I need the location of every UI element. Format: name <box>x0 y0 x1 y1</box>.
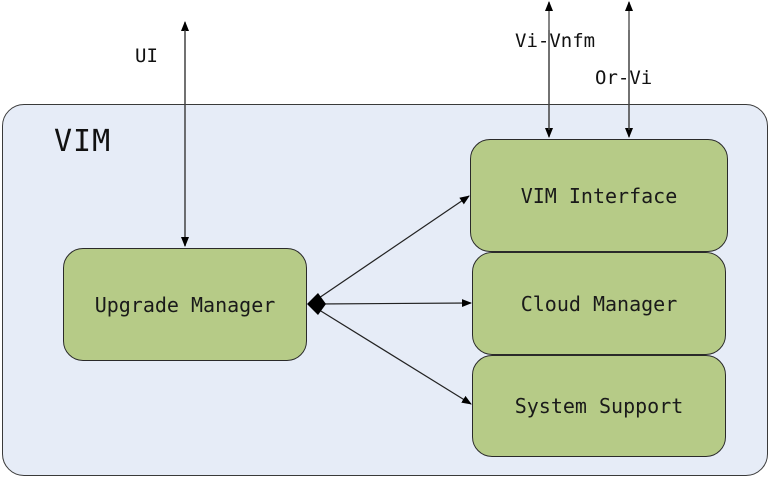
vim-interface-label: VIM Interface <box>520 183 678 208</box>
vim-interface-box[interactable]: VIM Interface <box>470 139 728 252</box>
upgrade-manager-box[interactable]: Upgrade Manager <box>63 248 307 361</box>
um-to-cloud-manager-arrow <box>315 299 472 308</box>
cloud-manager-label: Cloud Manager <box>520 291 678 316</box>
system-support-label: System Support <box>514 394 684 418</box>
vim-container-label: VIM <box>54 124 112 159</box>
aggregation-diamond-icon <box>307 293 326 315</box>
ui-interface-label: UI <box>135 45 158 67</box>
vi-vnfm-interface-label: Vi-Vnfm <box>515 30 596 52</box>
um-to-vim-interface-arrow <box>315 195 470 301</box>
cloud-manager-box[interactable]: Cloud Manager <box>472 252 726 355</box>
or-vi-interface-label: Or-Vi <box>595 67 653 89</box>
upgrade-manager-label: Upgrade Manager <box>94 292 276 317</box>
um-to-system-support-arrow <box>315 307 472 405</box>
system-support-box[interactable]: System Support <box>472 355 726 457</box>
